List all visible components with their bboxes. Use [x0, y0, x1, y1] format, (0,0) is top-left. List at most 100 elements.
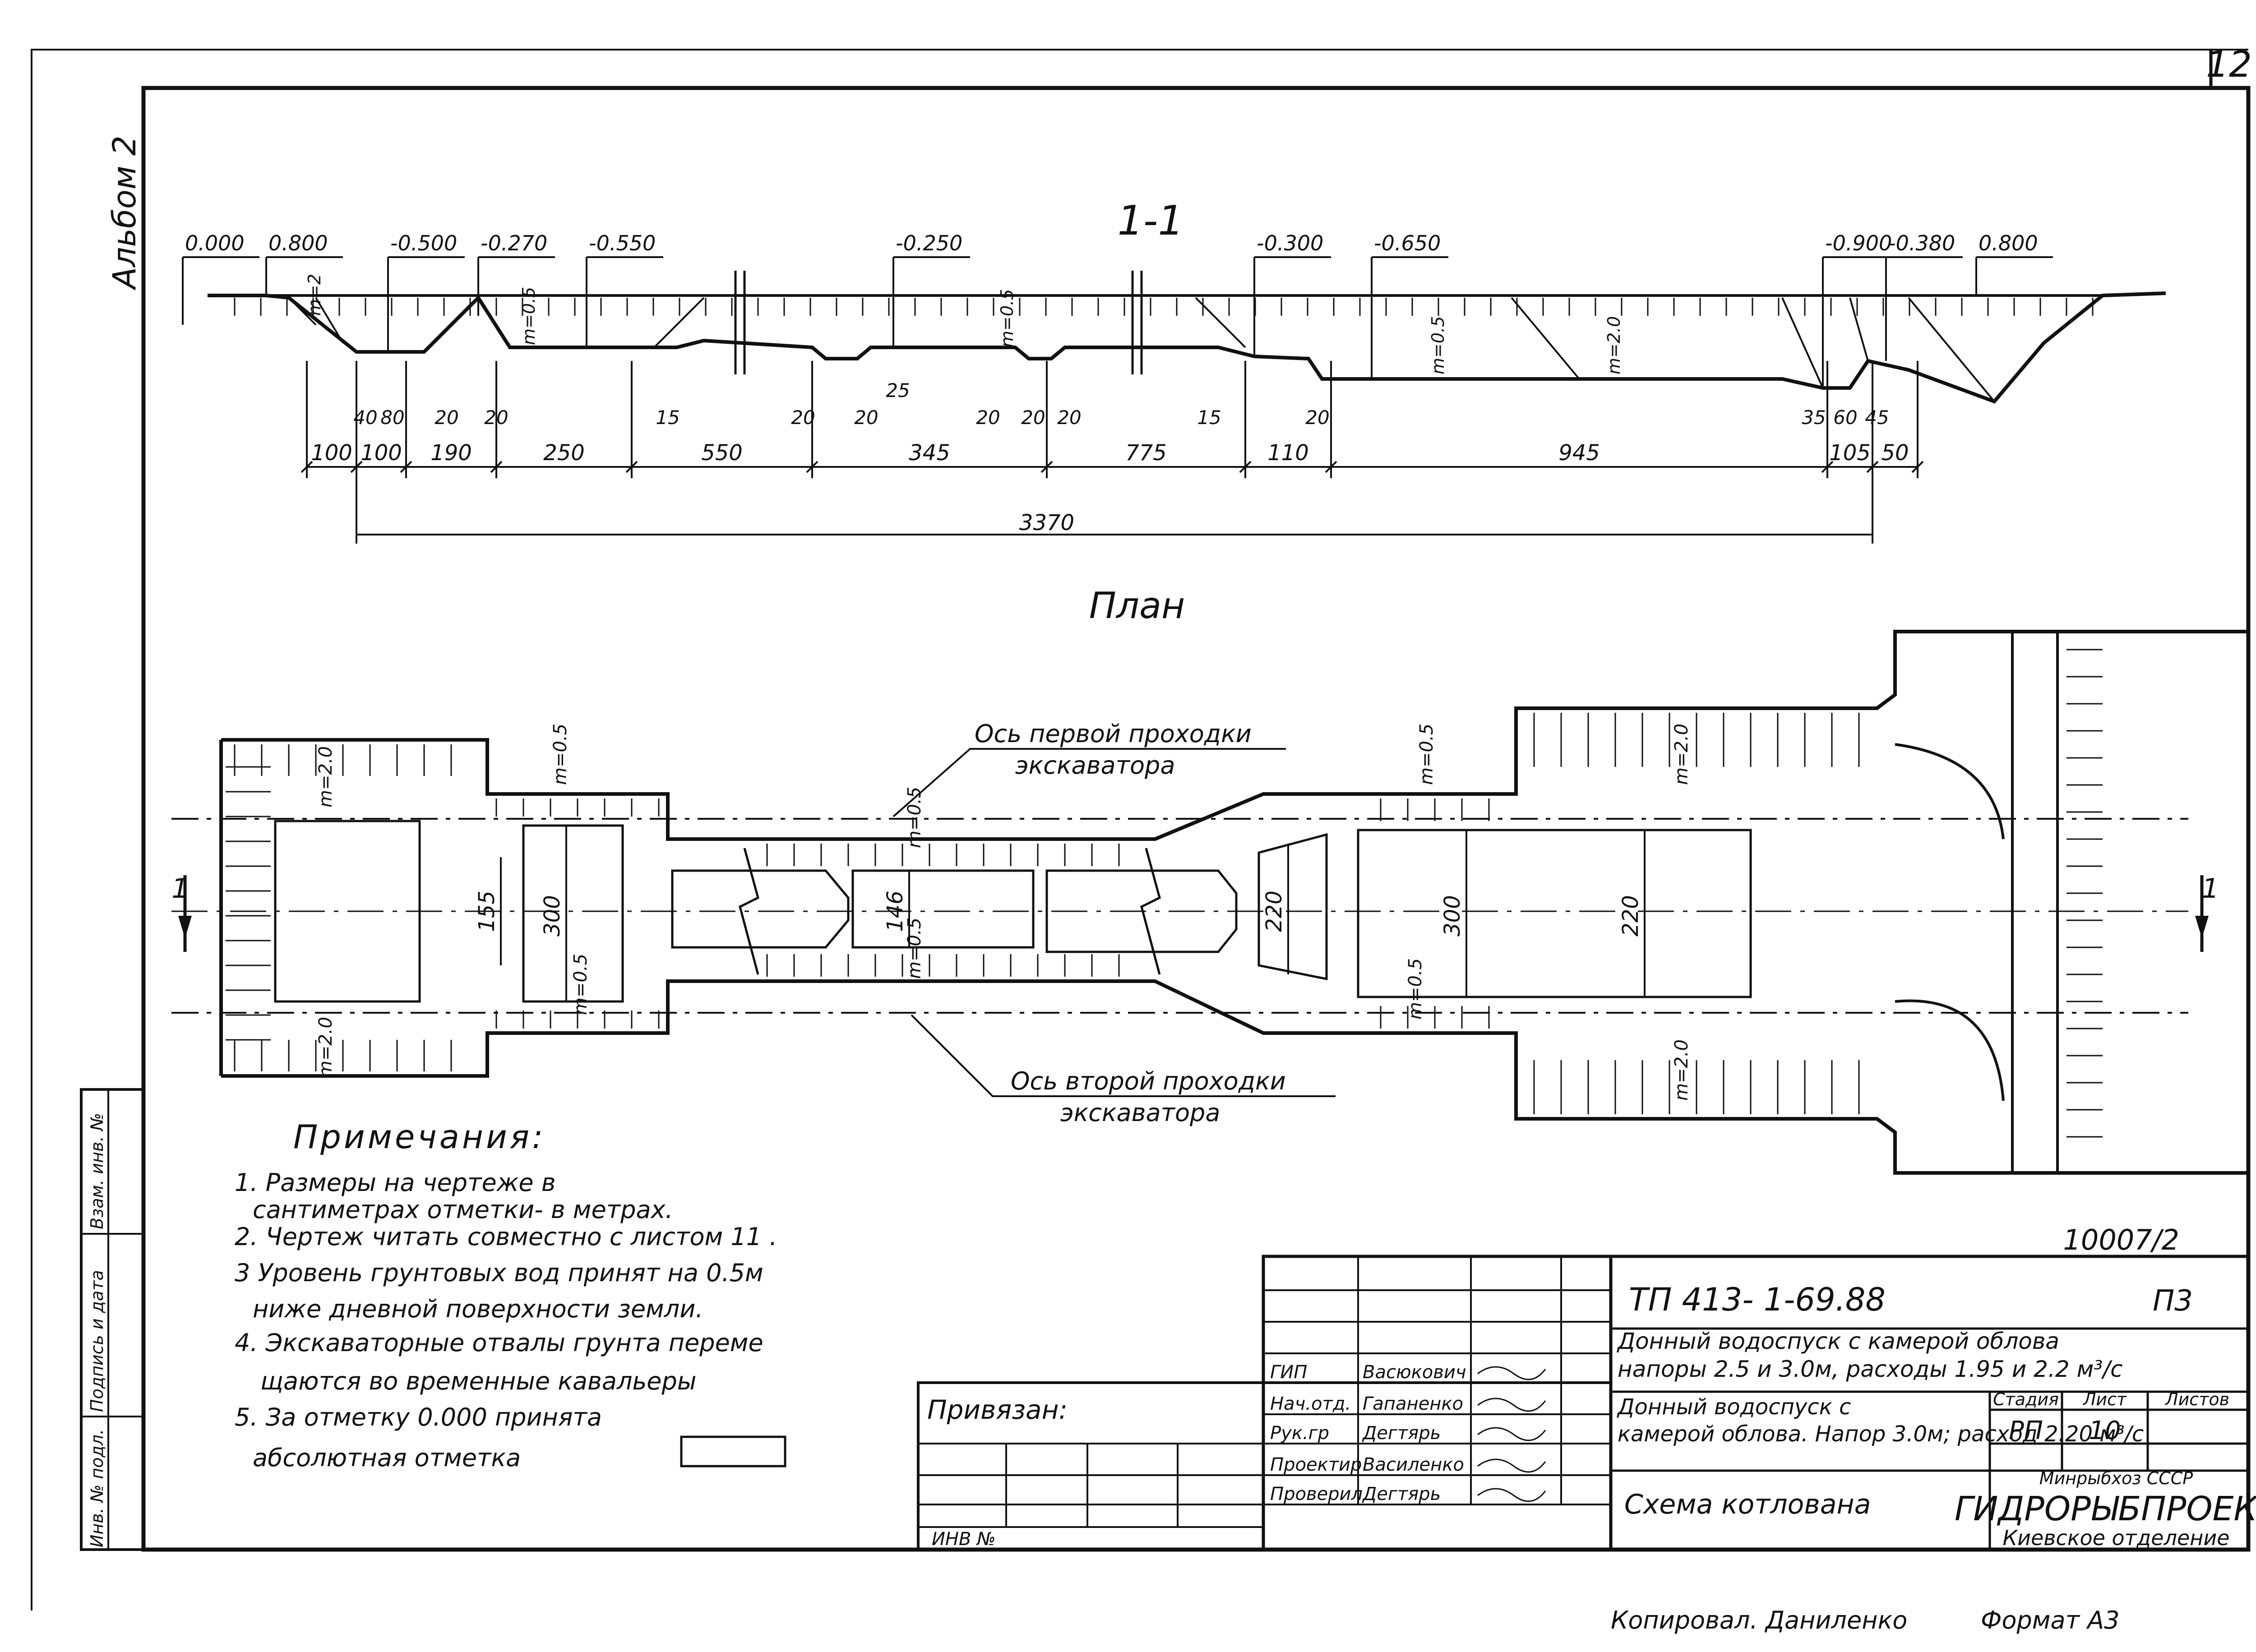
axis-2-leader: [911, 1014, 1336, 1097]
role-name: Васюкович: [1363, 1362, 1466, 1383]
org-name: ГИДРОРЫБПРОЕКТ: [1955, 1490, 2256, 1528]
signature-mark: [1477, 1427, 1546, 1441]
slope-label: m=2.0: [1604, 316, 1624, 374]
small-dim-label: 20: [1021, 406, 1045, 429]
slope-label: m=0.5: [1428, 316, 1448, 374]
dim-label: 100: [361, 440, 402, 466]
plan-dim-label: 300: [1440, 895, 1465, 937]
dim-label: 775: [1125, 440, 1167, 466]
role-label: Нач.отд.: [1270, 1394, 1351, 1414]
small-dim-label: 20: [976, 406, 1000, 429]
plan-slope-label: m=2.0: [1671, 1039, 1692, 1101]
small-dim-label: 20: [854, 406, 878, 429]
org-ministry: Минрыбхоз СССР: [2039, 1468, 2193, 1488]
page-number: 12: [2206, 43, 2252, 85]
plan-slope-label: m=0.5: [1416, 724, 1437, 785]
slope-label: m=0.5: [519, 287, 539, 345]
stage-value: РП: [2009, 1416, 2043, 1445]
format-label: Формат А3: [1981, 1606, 2120, 1634]
section-hatching: [288, 297, 2045, 402]
copied-by: Копировал. Даниленко: [1611, 1606, 1907, 1634]
plan-dim-label: 155: [474, 891, 499, 932]
plan-slope-label: m=0.5: [904, 918, 925, 979]
small-dim-label: 20: [791, 406, 815, 429]
svg-text:1: 1: [2202, 873, 2219, 904]
role-label: Рук.гр: [1270, 1423, 1329, 1444]
small-dim-label: 35: [1802, 406, 1826, 429]
plan-inner-channel: [274, 820, 1752, 1003]
org-branch: Киевское отделение: [2002, 1526, 2229, 1550]
elevation-label: -0.270: [481, 231, 547, 255]
role-name: Дегтярь: [1362, 1423, 1441, 1444]
side-stamp-replace: Взам. инв. №: [87, 1113, 107, 1229]
elevation-label: -0.900: [1825, 231, 1892, 255]
plan-break-marks: [739, 848, 1161, 975]
notes-title: Примечания:: [293, 1118, 546, 1156]
role-name: Василенко: [1363, 1454, 1464, 1475]
break-marks: [734, 271, 1143, 374]
signature-mark: [1477, 1458, 1546, 1473]
section-ticks: [234, 298, 2094, 316]
signature-mark: [1477, 1398, 1546, 1412]
side-stamp-inv: Инв. № подл.: [87, 1429, 107, 1547]
role-label: Проектир: [1270, 1454, 1362, 1475]
plan-slope-label: m=0.5: [550, 724, 571, 785]
small-dim-label: 20: [1057, 406, 1081, 429]
inv-no-label: ИНВ №: [932, 1529, 996, 1550]
plan-slope-label: m=2.0: [315, 746, 336, 808]
elevation-leaders: [182, 257, 1977, 388]
small-dim-label: 80: [380, 406, 404, 429]
svg-text:1: 1: [171, 873, 189, 904]
plan-slope-label: m=0.5: [570, 954, 591, 1015]
plan-slope-label: m=0.5: [1405, 958, 1426, 1020]
section-1-1: 1-1: [182, 197, 2166, 544]
dim-ticks: [300, 361, 1924, 544]
dim-label: 50: [1881, 440, 1909, 466]
elevation-label: -0.650: [1374, 231, 1441, 255]
role-label: ГИП: [1270, 1362, 1307, 1383]
small-dim-label: 15: [1197, 406, 1221, 429]
sheet-value: 10: [2089, 1416, 2121, 1445]
plan-dim-label: 300: [540, 895, 565, 937]
plan-hatching: [226, 649, 2103, 1138]
plan-road: [1895, 632, 2059, 1173]
doc-code: ТП 413- 1-69.88: [1629, 1281, 1886, 1318]
section-title: 1-1: [1118, 197, 1184, 245]
plan-title: План: [1089, 585, 1185, 627]
plan-dims: [500, 826, 1646, 1001]
signature-grid: [918, 1256, 1611, 1528]
elevation-label: 0.000: [185, 231, 245, 255]
elevation-label: 0.800: [1979, 231, 2038, 255]
dim-label: 945: [1558, 440, 1600, 466]
small-dim-label: 60: [1833, 406, 1857, 429]
dim-label: 105: [1829, 440, 1871, 466]
elevation-label: -0.250: [896, 231, 962, 255]
dim-total: 3370: [1019, 510, 1074, 535]
side-stamp: Инв. № подл. Подпись и дата Взам. инв. №: [80, 1088, 145, 1551]
dim-label: 345: [909, 440, 950, 466]
dim-label: 550: [701, 440, 743, 466]
sheet-code: П3: [2153, 1284, 2193, 1318]
slope-label: m=2: [305, 274, 324, 316]
small-dim-label: 15: [656, 406, 680, 429]
dim-label: 250: [543, 440, 585, 466]
main-block-grid: [1611, 1327, 2248, 1550]
attached-label: Привязан:: [927, 1394, 1068, 1425]
sheet-name: Схема котлована: [1624, 1489, 1871, 1520]
section-marker-left: 1: [171, 873, 192, 952]
small-dim-label: 20: [484, 406, 508, 429]
small-dim-label: 20: [1305, 406, 1329, 429]
